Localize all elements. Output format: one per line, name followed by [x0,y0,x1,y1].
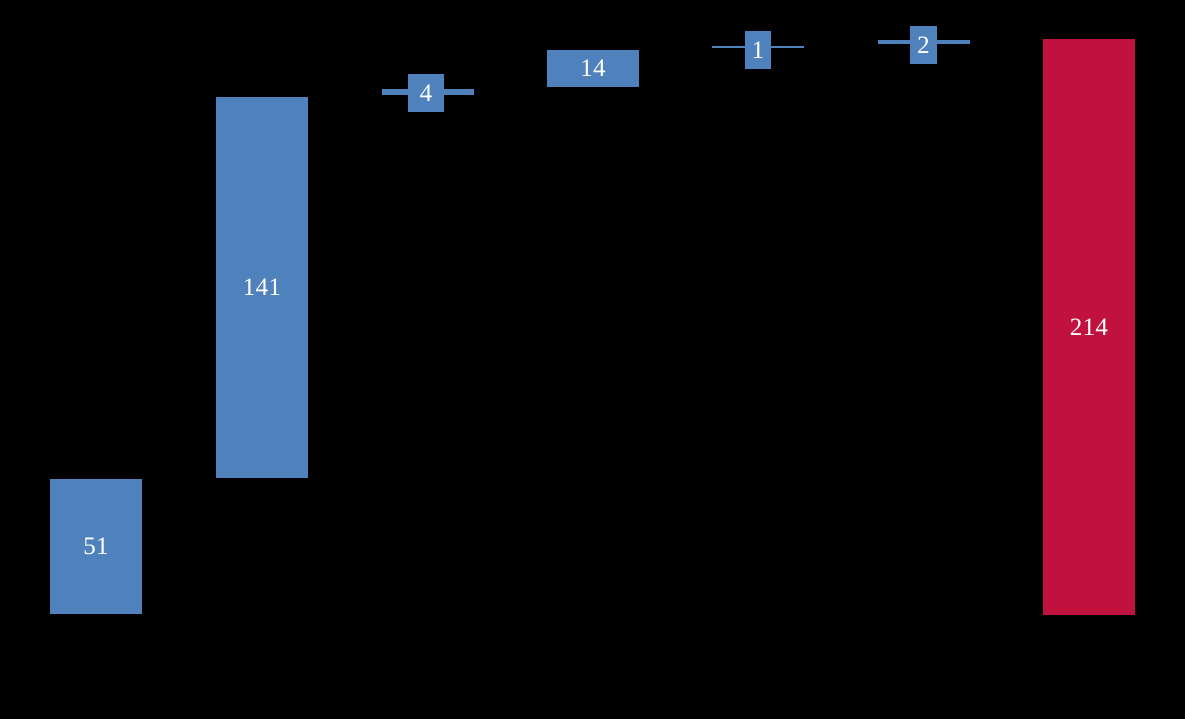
bar-label-2: 2 [910,26,937,64]
bar-label-4: 4 [408,74,444,112]
bar-label-1: 1 [745,31,771,69]
bar-value-text: 214 [1069,313,1109,341]
bar-value-text: 2 [917,31,930,59]
bar-value-text: 4 [419,79,433,107]
bar-label-14: 14 [547,50,639,87]
bar-value-text: 141 [242,274,282,301]
bar-label-214: 214 [1043,39,1135,615]
bar-value-text: 14 [580,55,606,82]
bar-label-51: 51 [50,479,142,614]
bar-value-text: 1 [751,36,765,64]
bar-value-text: 51 [83,533,109,560]
bar-label-141: 141 [216,97,308,478]
